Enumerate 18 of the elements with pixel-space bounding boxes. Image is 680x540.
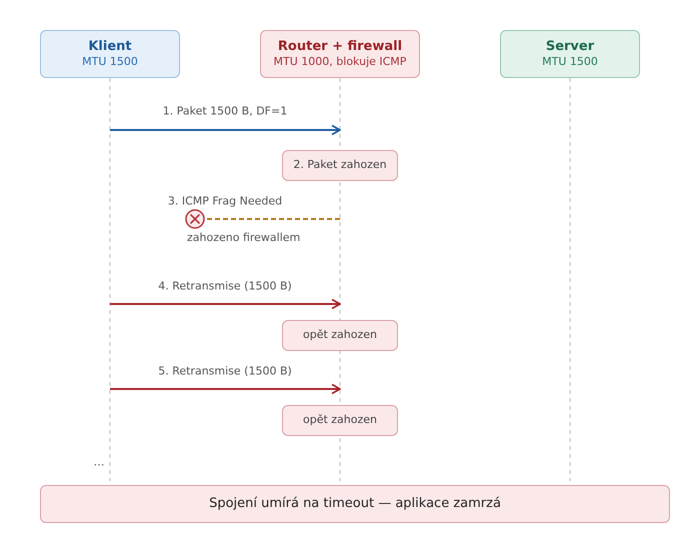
participant-name: Router + firewall [278, 38, 402, 56]
note-text: opět zahozen [302, 328, 378, 343]
note-text: 2. Paket zahozen [293, 158, 387, 173]
cross-circle-icon [185, 209, 205, 229]
message-arrow [110, 384, 341, 394]
participant-detail: MTU 1000, blokuje ICMP [274, 55, 406, 70]
participant-detail: MTU 1500 [542, 55, 598, 70]
participant-name: Klient [88, 38, 132, 56]
outcome-banner [40, 485, 670, 523]
participant-name: Server [546, 38, 594, 56]
note-text: opět zahozen [302, 413, 378, 428]
message-arrow [110, 298, 341, 310]
message-arrow [110, 124, 341, 136]
participant-detail: MTU 1500 [82, 55, 138, 70]
dashed-message-line [205, 218, 340, 220]
outcome-text: Spojení umírá na timeout — aplikace zamrzá [209, 495, 501, 513]
drop-note: zahozeno firewallem [187, 231, 300, 244]
ellipsis: … [94, 456, 104, 468]
